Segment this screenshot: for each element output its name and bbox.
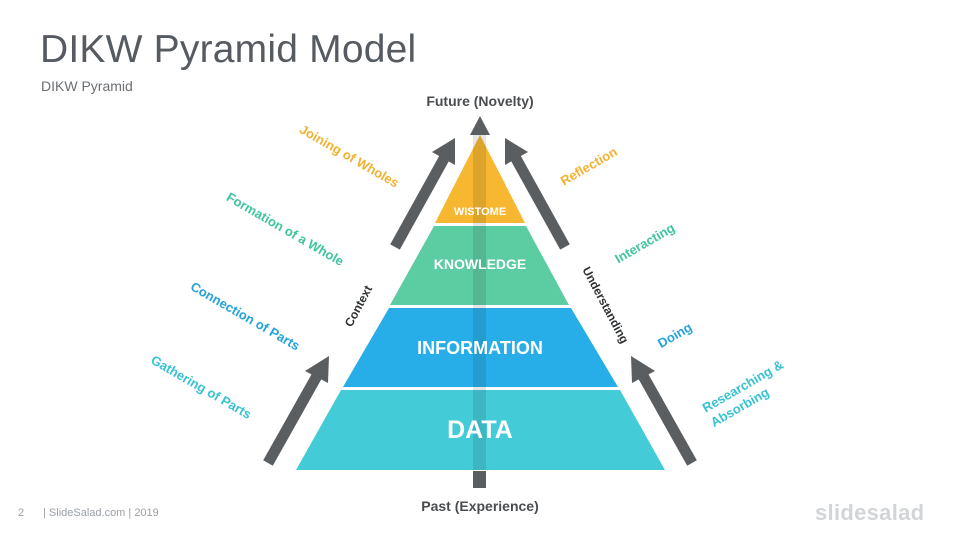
pyramid-levels <box>296 135 665 470</box>
level-information <box>343 308 618 387</box>
left-label-gathering: Gathering of Parts <box>148 352 254 422</box>
slide-title: DIKW Pyramid Model <box>40 28 417 71</box>
right-lower-arrow <box>631 356 697 466</box>
left-label-joining: Joining of Wholes <box>297 122 401 191</box>
past-label: Past (Experience) <box>421 498 539 514</box>
level-information-label: INFORMATION <box>417 338 543 358</box>
left-upper-arrow <box>390 138 455 250</box>
left-label-formation: Formation of a Whole <box>224 189 347 268</box>
right-label-doing: Doing <box>655 319 694 350</box>
future-label: Future (Novelty) <box>426 93 533 109</box>
understanding-label: Understanding <box>579 264 631 345</box>
page-number: 2 <box>18 507 25 519</box>
slide-subtitle: DIKW Pyramid <box>41 78 133 94</box>
right-upper-arrow <box>505 138 570 250</box>
left-label-connection: Connection of Parts <box>188 279 302 354</box>
level-knowledge <box>390 226 569 305</box>
footer-credit: | SlideSalad.com | 2019 <box>43 507 159 519</box>
center-arrow <box>470 116 490 488</box>
center-arrow-head <box>470 116 490 135</box>
right-label-reflection: Reflection <box>558 144 620 188</box>
level-data-label: DATA <box>447 416 513 444</box>
center-arrow-bottom-stub <box>473 471 486 488</box>
context-label: Context <box>342 283 375 329</box>
center-shaft-overlay <box>473 135 486 470</box>
level-knowledge-label: KNOWLEDGE <box>434 256 527 272</box>
left-lower-arrow <box>263 356 329 466</box>
right-label-interacting: Interacting <box>612 220 677 266</box>
level-wisdom <box>435 135 525 223</box>
slidesalad-logo: slidesalad <box>815 500 925 525</box>
level-data <box>296 390 665 470</box>
level-wisdom-label: WISTOME <box>454 206 506 218</box>
